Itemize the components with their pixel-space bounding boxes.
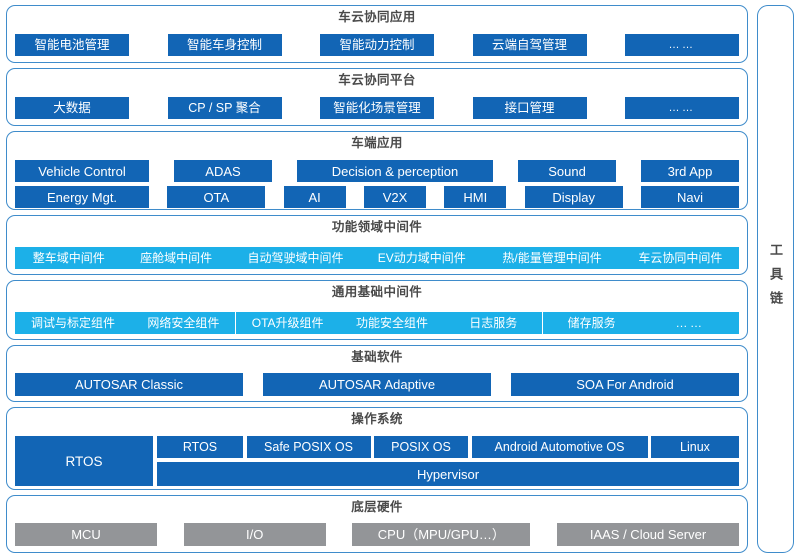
cell-gap xyxy=(265,186,283,208)
cell-hw-1-4: IAAS / Cloud Server xyxy=(557,523,740,546)
cell-gap xyxy=(426,186,444,208)
cell-bsw-1-3: SOA For Android xyxy=(511,373,739,396)
cell-vehapp-2-4: V2X xyxy=(363,186,426,208)
os-box-3: POSIX OS xyxy=(374,436,468,458)
cell-vehapp-2-2: OTA xyxy=(167,186,266,208)
cell-gap xyxy=(616,160,641,182)
cell-gap xyxy=(326,523,353,546)
cell-cbmw-1-4: 功能安全组件 xyxy=(339,312,444,334)
layer-vehicle-app-row-2: Energy Mgt. OTA AI V2X HMI Display Navi xyxy=(15,186,739,208)
layer-title-base-software: 基础软件 xyxy=(351,350,403,364)
cell-gap xyxy=(623,186,641,208)
layer-title-operating-system: 操作系统 xyxy=(351,412,403,426)
cell-fdmw-1-3: 自动驾驶域中间件 xyxy=(229,247,362,269)
layer-panel-app: 车云协同应用 智能电池管理 智能车身控制 智能动力控制 云端自驾管理 …… xyxy=(6,5,748,63)
os-block-hypervisor: Hypervisor xyxy=(157,462,739,486)
cell-fdmw-1-2: 座舱域中间件 xyxy=(122,247,230,269)
layer-hardware-row-1: MCU I/O CPU（MPU/GPU…） IAAS / Cloud Server xyxy=(15,523,740,546)
cell-app-1-1: 智能电池管理 xyxy=(15,34,129,56)
cell-vehapp-2-5: HMI xyxy=(444,186,507,208)
cell-app-1-4: 云端自驾管理 xyxy=(472,34,587,56)
cell-vehapp-2-3: AI xyxy=(283,186,346,208)
cell-gap xyxy=(282,34,321,56)
cell-plat-1-3: 智能化场景管理 xyxy=(320,97,434,119)
cell-app-1-5: …… xyxy=(625,34,739,56)
cell-bsw-1-1: AUTOSAR Classic xyxy=(15,373,243,396)
os-box-4: Android Automotive OS xyxy=(471,436,648,458)
layer-base-software-row-1: AUTOSAR Classic AUTOSAR Adaptive SOA For A… xyxy=(15,373,739,396)
os-block-rtos: RTOS xyxy=(15,436,153,486)
cell-fdmw-1-4: EV动力域中间件 xyxy=(361,247,483,269)
layer-title-hardware: 底层硬件 xyxy=(351,500,403,514)
cell-gap xyxy=(157,523,184,546)
cell-vehapp-1-5: 3rd App xyxy=(641,160,739,182)
cell-gap xyxy=(587,34,626,56)
layer-panel-base-software: 基础软件 AUTOSAR Classic AUTOSAR Adaptive SOA … xyxy=(6,345,748,402)
cell-gap xyxy=(129,97,168,119)
cell-gap xyxy=(149,160,174,182)
cell-hw-1-2: I/O xyxy=(183,523,326,546)
cell-bsw-1-2: AUTOSAR Adaptive xyxy=(263,373,491,396)
layer-title-functional-domain-middleware: 功能领域中间件 xyxy=(331,220,423,234)
layer-panel-platform: 车云协同平台 大数据 CP / SP 聚合 智能化场景管理 接口管理 …… xyxy=(6,68,748,126)
cell-plat-1-1: 大数据 xyxy=(15,97,129,119)
cell-gap xyxy=(243,373,263,396)
cell-vehapp-1-3: Decision & perception xyxy=(297,160,493,182)
cell-gap xyxy=(491,373,511,396)
cell-vehapp-1-1: Vehicle Control xyxy=(15,160,149,182)
cell-fdmw-1-1: 整车域中间件 xyxy=(15,247,123,269)
cell-gap xyxy=(282,97,321,119)
layer-title-vehicle-app: 车端应用 xyxy=(351,136,403,150)
cell-cbmw-1-2: 网络安全组件 xyxy=(131,312,236,334)
layer-vehicle-app-row-1: Vehicle Control ADAS Decision & perception… xyxy=(15,160,739,182)
cell-gap xyxy=(346,186,364,208)
cell-gap xyxy=(506,186,524,208)
toolchain-panel: 工具链 xyxy=(757,5,794,553)
cell-gap xyxy=(530,523,557,546)
cell-cbmw-1-3: OTA升级组件 xyxy=(235,312,340,334)
cell-cbmw-1-7: …… xyxy=(640,312,739,334)
cell-vehapp-2-1: Energy Mgt. xyxy=(15,186,149,208)
cell-vehapp-1-2: ADAS xyxy=(174,160,272,182)
layer-title-common-base-middleware: 通用基础中间件 xyxy=(331,285,423,299)
cell-vehapp-1-4: Sound xyxy=(518,160,616,182)
cell-fdmw-1-6: 车云协同中间件 xyxy=(621,247,740,269)
layer-panel-hardware: 底层硬件 MCU I/O CPU（MPU/GPU…） IAAS / Cloud Ser… xyxy=(6,495,748,553)
cell-gap xyxy=(493,160,518,182)
cell-gap xyxy=(434,34,473,56)
os-box-2: Safe POSIX OS xyxy=(246,436,371,458)
layer-title-app: 车云协同应用 xyxy=(338,10,416,24)
layer-panel-vehicle-app: 车端应用 Vehicle Control ADAS Decision & perce… xyxy=(6,131,748,210)
cell-plat-1-2: CP / SP 聚合 xyxy=(167,97,282,119)
cell-plat-1-4: 接口管理 xyxy=(472,97,587,119)
cell-gap xyxy=(129,34,168,56)
os-box-1: RTOS xyxy=(157,436,243,458)
cell-gap xyxy=(434,97,473,119)
toolchain-label: 工具链 xyxy=(768,243,783,315)
cell-gap xyxy=(272,160,297,182)
cell-fdmw-1-5: 热/能量管理中间件 xyxy=(482,247,622,269)
cell-cbmw-1-1: 调试与标定组件 xyxy=(15,312,131,334)
cell-hw-1-1: MCU xyxy=(15,523,157,546)
cell-cbmw-1-5: 日志服务 xyxy=(444,312,543,334)
layer-title-platform: 车云协同平台 xyxy=(338,73,416,87)
cell-vehapp-2-6: Display xyxy=(524,186,623,208)
cell-app-1-2: 智能车身控制 xyxy=(167,34,282,56)
cell-cbmw-1-6: 储存服务 xyxy=(542,312,641,334)
cell-gap xyxy=(587,97,626,119)
layer-platform-row-1: 大数据 CP / SP 聚合 智能化场景管理 接口管理 …… xyxy=(15,97,739,119)
layer-app-row-1: 智能电池管理 智能车身控制 智能动力控制 云端自驾管理 …… xyxy=(15,34,739,56)
cell-hw-1-3: CPU（MPU/GPU…） xyxy=(352,523,531,546)
cell-vehapp-2-7: Navi xyxy=(640,186,739,208)
cell-app-1-3: 智能动力控制 xyxy=(320,34,434,56)
cell-plat-1-5: …… xyxy=(625,97,739,119)
cell-gap xyxy=(149,186,167,208)
os-box-5: Linux xyxy=(651,436,739,458)
